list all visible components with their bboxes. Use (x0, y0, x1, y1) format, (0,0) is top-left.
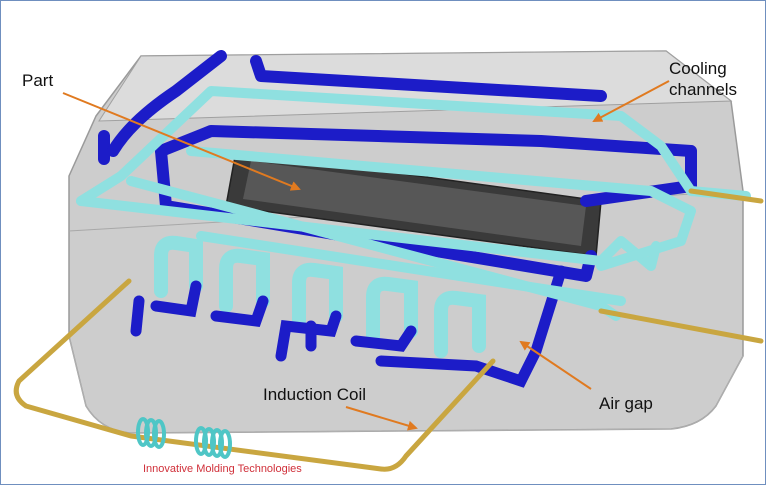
arrow-air-gap (519, 340, 592, 390)
coil-loop-2 (219, 248, 270, 313)
arrow-induction-coil (345, 406, 418, 431)
label-cooling-line2: channels (669, 80, 738, 99)
label-induction-coil: Induction Coil (263, 385, 367, 404)
label-cooling-line1: Cooling (669, 59, 727, 78)
upper-cooling-channels (98, 50, 697, 282)
coil-leads (13, 188, 764, 472)
label-part: Part (22, 71, 54, 90)
mold-lower-face (68, 335, 744, 434)
induction-coil-loops (154, 235, 486, 358)
part-cavity-floor (243, 161, 586, 246)
coil-turns (136, 417, 232, 459)
lower-cooling-channels (130, 265, 567, 388)
coil-loop-5 (434, 290, 486, 358)
callout-arrows (62, 80, 670, 431)
arrow-cooling-channels (592, 80, 670, 122)
arrow-part (62, 92, 301, 191)
watermark-text: Innovative Molding Technologies (143, 463, 302, 475)
coil-loop-4 (366, 276, 418, 343)
label-air-gap: Air gap (599, 394, 653, 413)
coil-loop-3 (292, 262, 343, 328)
coil-loop-1 (154, 235, 203, 298)
